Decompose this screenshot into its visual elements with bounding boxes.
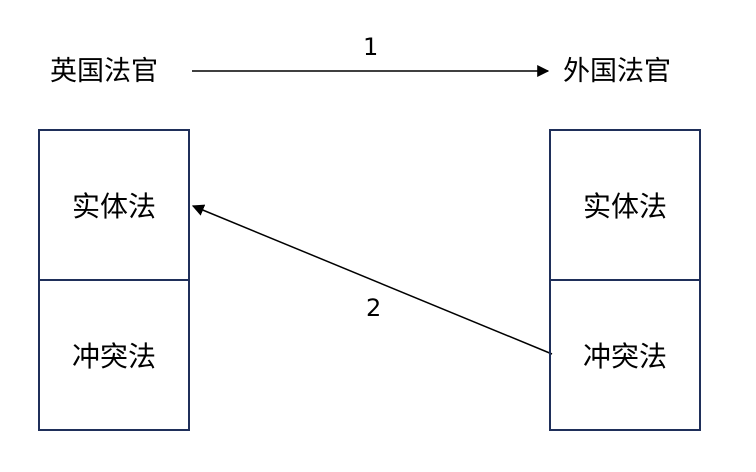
left-substantive-law-label: 实体法 [71, 190, 156, 223]
uk-judge-label: 英国法官 [50, 56, 158, 87]
right-conflict-law-label: 冲突法 [582, 340, 667, 373]
left-substantive-law-box: 实体法 [38, 129, 190, 281]
arrow-1-number: 1 [363, 33, 379, 61]
right-substantive-law-box: 实体法 [549, 129, 701, 281]
arrow-2-line [191, 204, 553, 355]
left-conflict-law-box: 冲突法 [38, 279, 190, 431]
foreign-judge-label: 外国法官 [563, 56, 671, 87]
arrow-2-number: 2 [366, 294, 382, 322]
right-substantive-law-label: 实体法 [582, 190, 667, 223]
right-conflict-law-box: 冲突法 [549, 279, 701, 431]
left-conflict-law-label: 冲突法 [71, 340, 156, 373]
